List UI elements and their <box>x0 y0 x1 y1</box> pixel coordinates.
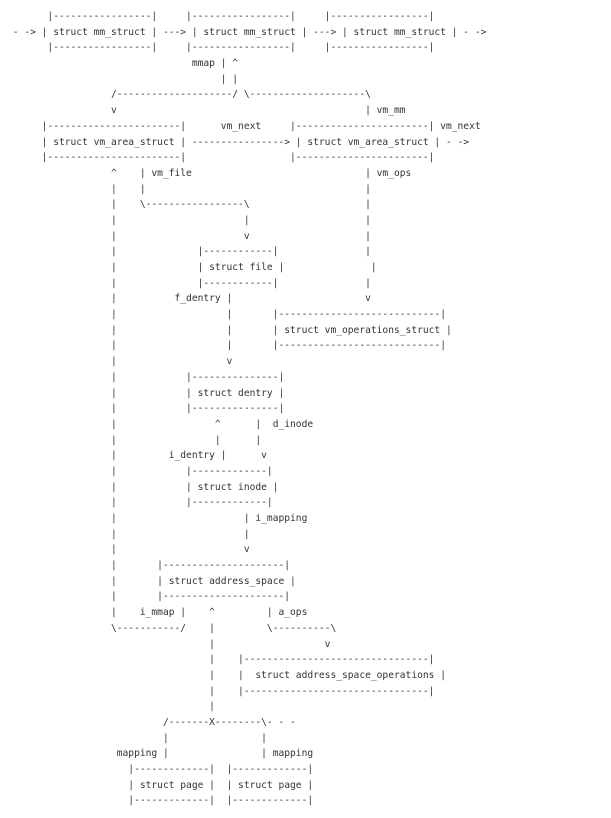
diagram-line: mapping | | mapping <box>7 748 314 760</box>
diagram-line: | |---------------| <box>7 371 285 383</box>
diagram-line: | |---------------------| <box>7 560 291 572</box>
diagram-line: v | vm_mm <box>7 105 406 117</box>
diagram-line: | |---------------------| <box>7 591 291 603</box>
ascii-kernel-struct-diagram: |-----------------| |-----------------| … <box>7 9 607 814</box>
diagram-line: | ^ | d_inode <box>7 418 314 430</box>
diagram-line: | |------------| | <box>7 277 371 289</box>
diagram-line: | i_dentry | v <box>7 450 267 462</box>
diagram-line: | |-------------| <box>7 465 273 477</box>
diagram-line: |-------------| |-------------| <box>7 795 314 807</box>
diagram-line: | f_dentry | v <box>7 293 371 305</box>
diagram-line: |-------------| |-------------| <box>7 764 314 775</box>
diagram-line: | | |----------------------------| <box>7 309 446 321</box>
diagram-line: | | <box>7 73 239 85</box>
diagram-line: | | struct file | | <box>7 262 377 273</box>
diagram-line: | |------------| | <box>7 246 371 258</box>
diagram-line: | struct vm_area_struct | --------------… <box>7 136 470 148</box>
diagram-line: | | <box>7 732 267 744</box>
diagram-line: | | | struct vm_operations_struct | <box>7 324 452 336</box>
diagram-line: | struct page | | struct page | <box>7 779 314 791</box>
diagram-line: | | struct address_space_operations | <box>7 669 446 681</box>
diagram-line: | | struct inode | <box>7 481 279 493</box>
diagram-line: | | <box>7 528 250 540</box>
diagram-line: | | struct address_space | <box>7 575 296 587</box>
diagram-line: | v | <box>7 230 371 242</box>
diagram-line: | v <box>7 544 250 556</box>
diagram-line: | | | <box>7 434 262 446</box>
diagram-line: | | i_mapping <box>7 513 308 524</box>
diagram-line: | |--------------------------------| <box>7 685 435 697</box>
diagram-line: |-----------------| |-----------------| … <box>7 11 435 22</box>
diagram-line: | v <box>7 356 233 368</box>
diagram-line: | \-----------------\ | <box>7 199 371 211</box>
diagram-line: | i_mmap | ^ | a_ops <box>7 607 308 619</box>
diagram-line: ^ | vm_file | vm_ops <box>7 167 412 179</box>
diagram-line: /-------X--------\- - - <box>7 716 296 728</box>
diagram-line: | |-------------| <box>7 497 273 509</box>
diagram-line: \-----------/ | \----------\ <box>7 622 337 634</box>
diagram-line: |-----------------------| |-------------… <box>7 152 435 164</box>
diagram-line: | | | <box>7 214 371 226</box>
diagram-line: |-----------------------| vm_next |-----… <box>7 120 481 132</box>
diagram-line: - -> | struct mm_struct | ---> | struct … <box>7 26 487 38</box>
diagram-line: | | struct dentry | <box>7 387 285 399</box>
diagram-line: | |---------------| <box>7 403 285 415</box>
diagram-line: /--------------------/ \----------------… <box>7 89 371 101</box>
diagram-line: | | | <box>7 183 371 195</box>
diagram-line: | | |----------------------------| <box>7 340 446 352</box>
diagram-line: | |--------------------------------| <box>7 654 435 666</box>
diagram-line: | v <box>7 638 331 650</box>
diagram-line: mmap | ^ <box>7 58 239 70</box>
diagram-line: |-----------------| |-----------------| … <box>7 42 435 54</box>
diagram-line: | <box>7 701 215 713</box>
